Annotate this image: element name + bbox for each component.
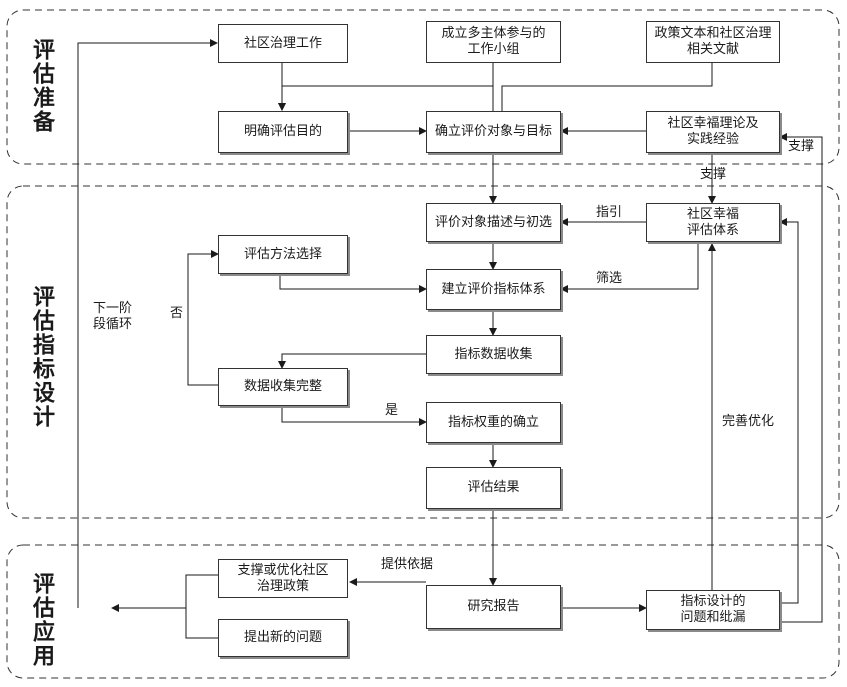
arrow-complete-to-weight <box>281 406 427 426</box>
section-frame-design <box>6 185 840 519</box>
label-next-cycle: 下一阶 段循环 <box>93 301 133 332</box>
box-establish-target: 确立评价对象与目标 <box>426 111 561 153</box>
box-report: 研究报告 <box>426 585 561 629</box>
section-frame-prep <box>6 9 840 165</box>
arrow-next-cycle-loop <box>77 39 218 608</box>
section-title-prep: 评估准备 <box>29 38 54 134</box>
box-policy-docs: 政策文本和社区治理 相关文献 <box>646 21 780 63</box>
label-improve: 完善优化 <box>722 414 775 429</box>
label-guide: 指引 <box>596 205 623 220</box>
arrow-collect-to-complete <box>278 353 426 369</box>
label-yes: 是 <box>385 403 399 418</box>
box-data-complete: 数据收集完整 <box>218 368 348 406</box>
section-frame-apply <box>6 544 840 679</box>
arrow-problems-to-system-outer <box>779 218 799 604</box>
box-build-index: 建立评价指标体系 <box>426 269 561 310</box>
label-support-mid: 支撑 <box>700 167 727 182</box>
box-data-collect: 指标数据收集 <box>426 335 561 374</box>
section-title-design: 评估指标设计 <box>29 285 54 429</box>
box-describe-screen: 评价对象描述与初选 <box>426 203 561 242</box>
box-new-question: 提出新的问题 <box>218 619 348 657</box>
box-happiness-theory: 社区幸福理论及 实践经验 <box>646 111 780 153</box>
label-filter: 筛选 <box>596 271 623 286</box>
box-weight: 指标权重的确立 <box>426 402 561 443</box>
label-basis: 提供依据 <box>381 557 434 572</box>
arrow-policy-to-target <box>498 62 713 126</box>
box-happiness-system: 社区幸福 评估体系 <box>646 203 780 242</box>
label-no: 否 <box>170 306 184 321</box>
arrow-group-to-goal <box>278 62 494 111</box>
arrow-system-to-index <box>560 242 699 293</box>
box-problems: 指标设计的 问题和纰漏 <box>646 590 780 630</box>
box-support-policy: 支撑或优化社区 治理政策 <box>218 559 348 598</box>
box-community-work: 社区治理工作 <box>218 24 348 63</box>
arrow-incomplete-to-method <box>187 250 219 386</box>
box-clarify-goal: 明确评估目的 <box>218 111 348 153</box>
box-method-select: 评估方法选择 <box>218 235 348 274</box>
label-support-right: 支撑 <box>788 139 815 154</box>
section-title-apply: 评估应用 <box>29 572 54 668</box>
bracket-apply-outputs <box>185 574 218 639</box>
box-result: 评估结果 <box>426 467 561 509</box>
arrow-problems-to-theory <box>779 133 823 623</box>
arrow-method-to-index <box>279 274 427 293</box>
box-working-group: 成立多主体参与的 工作小组 <box>426 21 561 63</box>
